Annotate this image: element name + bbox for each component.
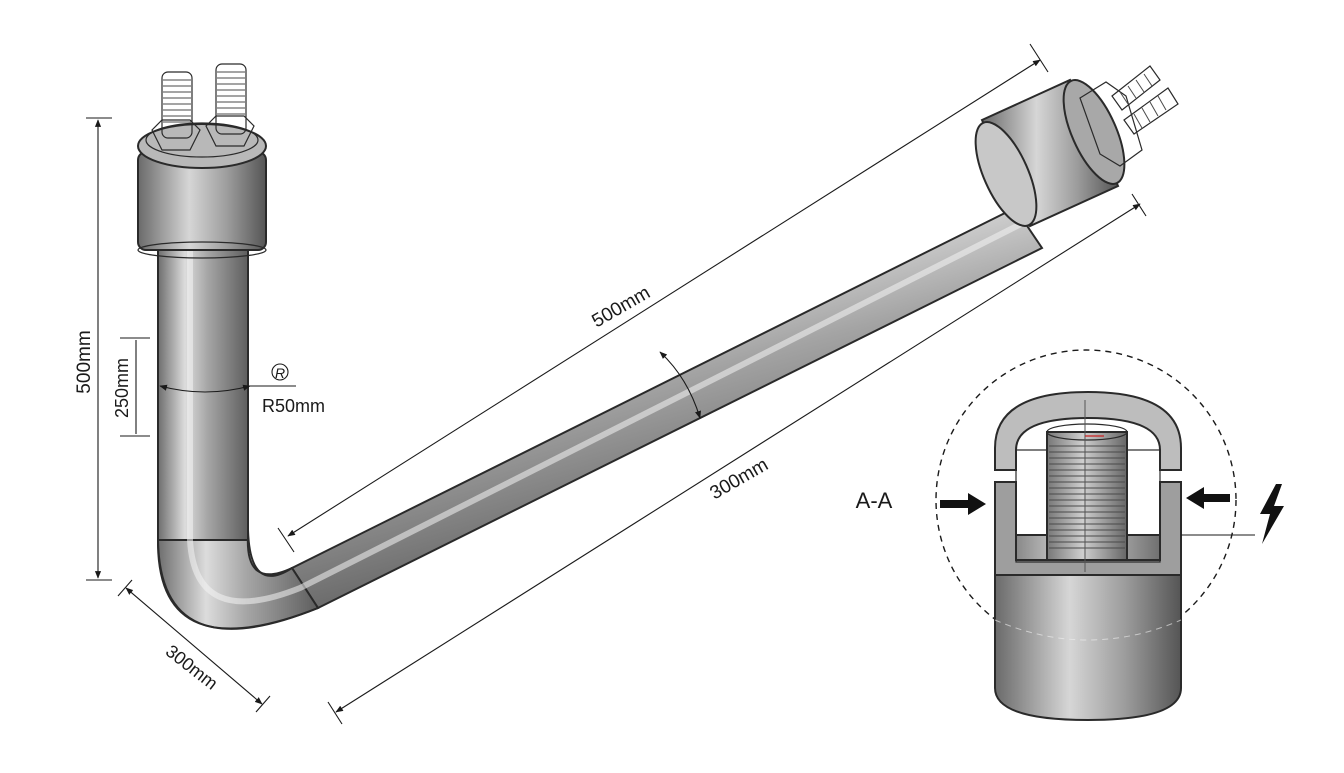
heating-tube bbox=[157, 206, 1044, 630]
lightning-icon bbox=[1260, 484, 1284, 544]
nut-right-end bbox=[1079, 81, 1143, 167]
label-lower-height: 250mm bbox=[112, 358, 132, 418]
label-diagonal-overall: 300mm bbox=[707, 454, 772, 504]
label-bend-radius: R50mm bbox=[262, 396, 325, 416]
nut-right bbox=[205, 115, 255, 147]
tube-vertical bbox=[157, 239, 249, 541]
section-view: A-A bbox=[856, 349, 1284, 722]
nut-left bbox=[151, 119, 201, 151]
right-studs bbox=[1111, 65, 1179, 135]
stud-left bbox=[161, 71, 193, 139]
dim-lower-height: 250mm bbox=[112, 337, 150, 437]
label-section: A-A bbox=[856, 488, 893, 513]
right-terminal bbox=[974, 65, 1179, 228]
arrow-left-icon bbox=[1186, 487, 1230, 509]
dim-overall-height: 500mm bbox=[74, 117, 112, 581]
label-base-width: 300mm bbox=[162, 641, 222, 694]
arrow-right-icon bbox=[940, 493, 986, 515]
left-terminal bbox=[137, 63, 267, 259]
label-overall-height: 500mm bbox=[74, 330, 95, 393]
stud-right bbox=[215, 63, 247, 135]
label-radius-symbol: R bbox=[275, 365, 285, 381]
threaded-core bbox=[1046, 400, 1128, 572]
